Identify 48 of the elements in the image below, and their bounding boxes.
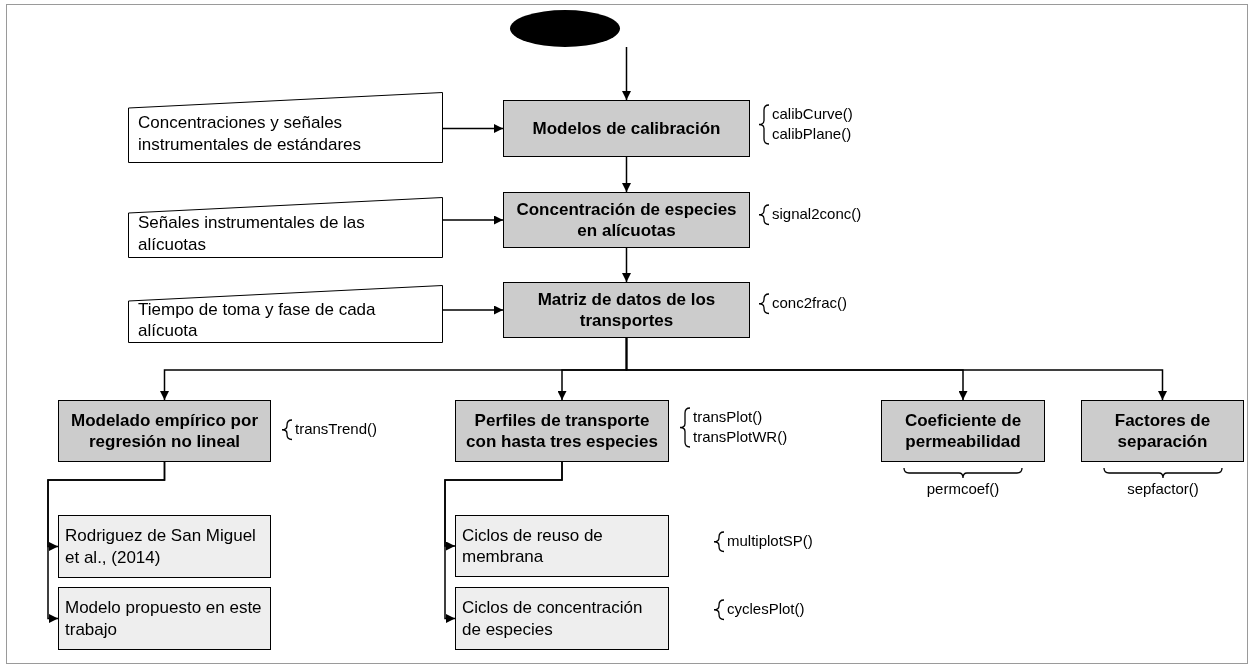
arrow	[47, 461, 166, 623]
manual-input-box	[128, 92, 443, 163]
subprocess-box	[455, 587, 669, 650]
function-name: multiplotSP()	[727, 531, 813, 551]
node-label: Ciclos de reuso de membrana	[462, 524, 604, 568]
node-label: Modelado empírico por regresión no lineal	[70, 409, 259, 453]
manual-input-box	[128, 197, 443, 258]
node-label: Perfiles de transporte con hasta tres especies	[465, 409, 659, 453]
node-label: Ciclos de concentración de especies	[462, 597, 644, 640]
node-label: Concentración de especies en alícuotas	[515, 198, 738, 242]
node-label: Matriz de datos de los transportes	[536, 288, 717, 332]
process-box	[1081, 400, 1244, 462]
function-name: calibPlane()	[772, 123, 853, 143]
arrow	[442, 215, 504, 225]
arrow	[442, 305, 504, 315]
subprocess-box	[455, 515, 669, 577]
process-box	[881, 400, 1045, 462]
process-box	[503, 100, 750, 157]
function-name: conc2frac()	[772, 293, 848, 313]
process-box	[58, 400, 271, 462]
arrow	[622, 46, 631, 101]
function-name: sepfactor()	[1127, 479, 1199, 499]
process-box	[503, 192, 750, 248]
arrow	[625, 337, 1167, 401]
node-label: Modelos de calibración	[532, 117, 721, 140]
node-label: Concentraciones y señales instrumentales de estándares	[138, 112, 363, 155]
function-name: transPlot()	[693, 407, 764, 427]
node-label: Señales instrumentales de las alícuotas	[138, 212, 366, 255]
arrow	[444, 461, 563, 623]
node-label: Tiempo de toma y fase de cada alícuota	[138, 298, 377, 342]
arrow	[622, 247, 631, 283]
process-box	[455, 400, 669, 462]
node-label: Modelo propuesto en este trabajo	[65, 597, 263, 640]
function-name: signal2conc()	[772, 204, 862, 224]
function-name: transTrend()	[295, 419, 377, 439]
node-label: Rodriguez de San Miguel et al., (2014)	[65, 525, 257, 568]
subprocess-box	[58, 515, 271, 578]
node-label: Coeficiente de permeabilidad	[903, 409, 1023, 453]
function-name: calibCurve()	[772, 104, 853, 124]
arrow	[442, 124, 504, 133]
function-name: cyclesPlot()	[727, 599, 805, 619]
function-name: permcoef()	[926, 479, 1000, 499]
node-label: Factores de separación	[1113, 409, 1212, 453]
process-box	[503, 282, 750, 338]
arrow	[622, 156, 631, 193]
manual-input-box	[128, 285, 443, 343]
subprocess-box	[58, 587, 271, 650]
function-name: transPlotWR()	[693, 426, 788, 446]
